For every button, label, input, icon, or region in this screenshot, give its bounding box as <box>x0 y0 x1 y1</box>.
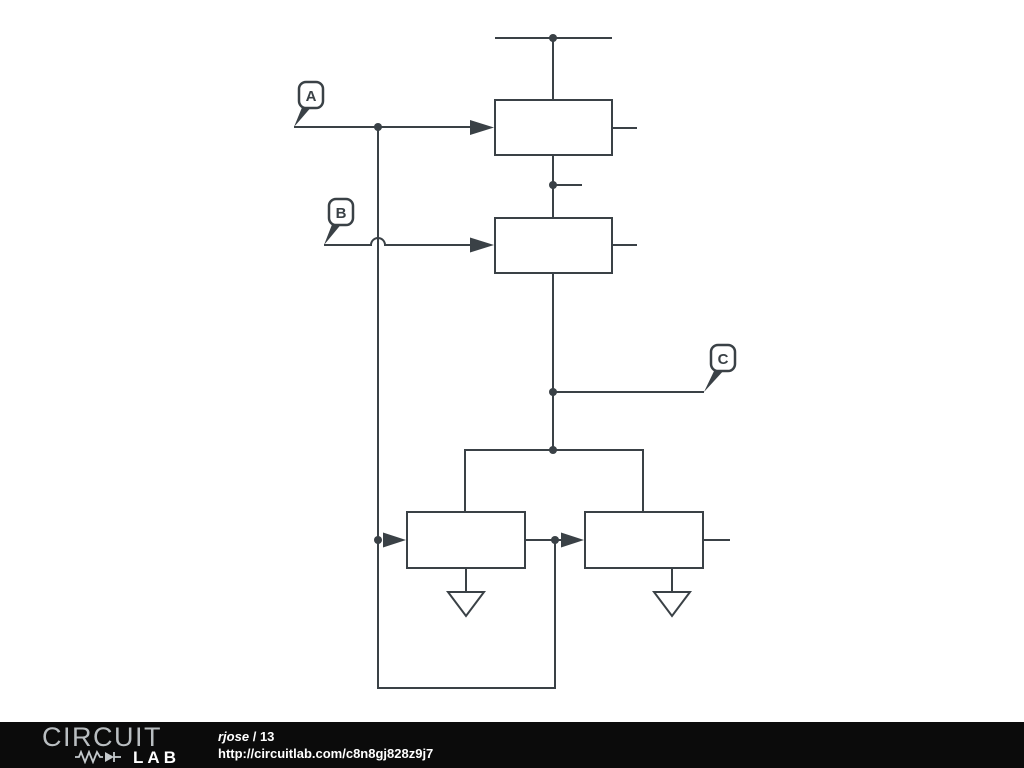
page-separator: / <box>252 729 257 744</box>
flag-tail-icon <box>294 105 313 127</box>
block-middle <box>494 217 613 274</box>
logo-text-circuit: CIRCUIT <box>42 721 162 752</box>
flag-label: A <box>306 88 317 105</box>
input-arrows <box>383 120 584 548</box>
wire-net-c <box>552 273 704 450</box>
flag-tail-icon <box>704 369 725 392</box>
footer-meta: rjose / 13 http://circuitlab.com/c8n8gj8… <box>218 729 433 761</box>
flag-label: B <box>336 205 347 222</box>
junction-dots <box>374 34 559 544</box>
wire-net-a <box>294 126 470 540</box>
net-flag-b: B <box>324 197 355 245</box>
schematic-canvas: A B C <box>294 34 737 689</box>
footer-bar: CIRCUIT LAB rjose / 13 http://circuitlab… <box>0 722 1024 768</box>
page-number: 13 <box>259 729 275 744</box>
flag-tail-icon <box>324 222 343 245</box>
ground-symbol-left <box>446 591 486 618</box>
net-flag-c: C <box>704 343 737 392</box>
wire-net-b <box>324 237 470 246</box>
wire-supply-rail <box>495 37 612 100</box>
resistor-diode-icon <box>75 750 122 764</box>
author-line: rjose / 13 <box>218 729 433 744</box>
junction-dot <box>549 181 557 189</box>
net-flag-a: A <box>294 80 325 127</box>
flag-box <box>709 343 737 373</box>
junction-dot <box>551 536 559 544</box>
logo-text-lab: LAB <box>133 747 180 767</box>
junction-dot <box>374 536 382 544</box>
wire-bottom-rail <box>464 449 644 512</box>
arrow-into-block-top <box>470 120 494 135</box>
junction-dot <box>549 34 557 42</box>
circuit-schematic: A B C <box>294 34 737 689</box>
ground-symbol-right <box>652 591 692 618</box>
circuitlab-logo: CIRCUIT LAB <box>42 721 180 766</box>
wire-interblock-stub <box>552 155 582 218</box>
block-top <box>494 99 613 156</box>
junction-dot <box>374 123 382 131</box>
circuit-url[interactable]: http://circuitlab.com/c8n8gj828z9j7 <box>218 746 434 761</box>
block-bottom-left <box>406 511 526 569</box>
junction-dot <box>549 446 557 454</box>
block-bottom-right <box>584 511 704 569</box>
arrow-into-block-middle <box>470 237 494 253</box>
arrow-into-block-bottom-left <box>383 532 406 548</box>
flag-box <box>297 80 325 110</box>
flag-label: C <box>718 351 729 368</box>
flag-box <box>327 197 355 227</box>
author-name: rjose <box>218 729 250 744</box>
junction-dot <box>549 388 557 396</box>
arrow-into-block-bottom-right <box>561 532 584 548</box>
logo-row: LAB <box>42 749 180 766</box>
